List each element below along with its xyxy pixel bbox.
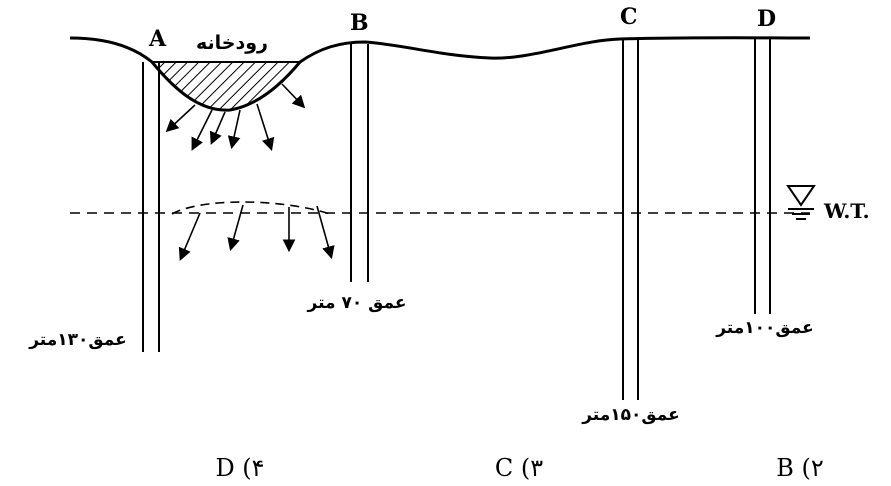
well-a: [142, 62, 160, 352]
well-a-depth-label: عمق۱۳۰متر: [28, 330, 127, 350]
water-table-symbol: [786, 185, 816, 220]
water-mound-arc: [171, 201, 331, 215]
option-4: D (۴: [215, 454, 264, 482]
seepage-arrows: [165, 83, 306, 152]
well-b: [350, 44, 369, 282]
well-d-depth-label: عمق۱۰۰متر: [715, 318, 814, 338]
well-a-letter: A: [148, 26, 167, 52]
river-label: رودخانه: [196, 32, 268, 54]
ground-surface: [69, 36, 811, 112]
well-b-letter: B: [350, 10, 369, 36]
well-c-depth-label: عمق۱۵۰متر: [581, 405, 680, 425]
option-3: C (۳: [495, 454, 543, 482]
well-c-letter: C: [620, 4, 638, 30]
well-d-letter: D: [757, 6, 776, 32]
water-table-label: W.T.: [823, 199, 870, 223]
well-c: [622, 39, 639, 400]
mound-arrows: [178, 204, 335, 261]
option-2: B (۲: [776, 454, 824, 482]
well-d: [754, 38, 771, 314]
well-b-depth-label: عمق ۷۰ متر: [307, 293, 407, 313]
